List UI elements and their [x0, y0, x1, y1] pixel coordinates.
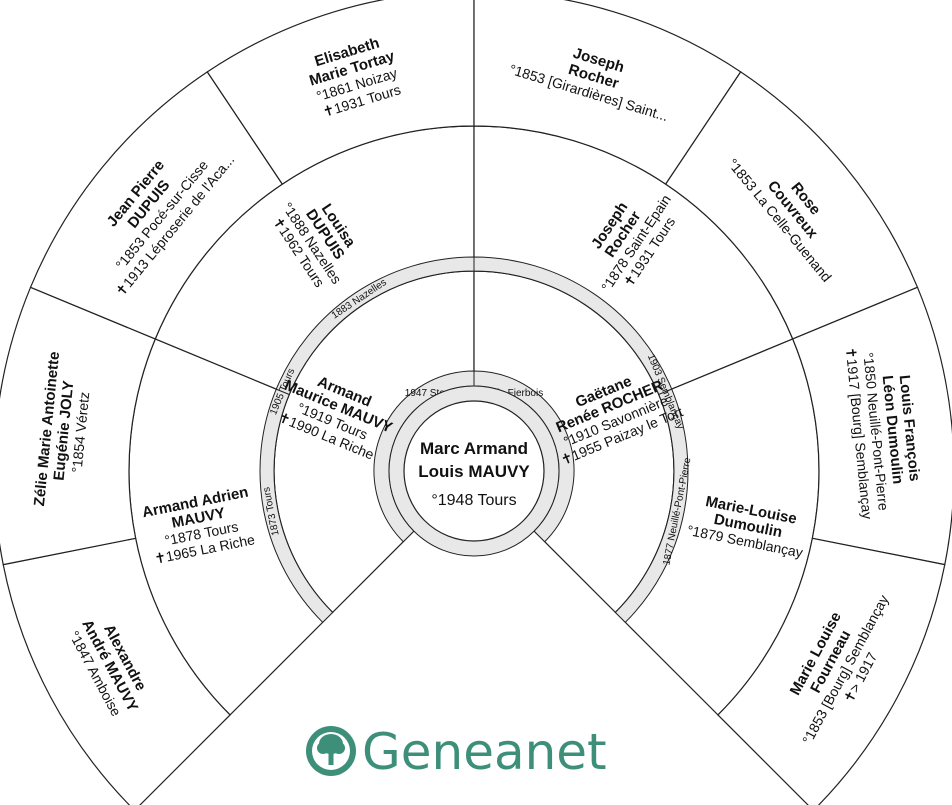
- root-birth: °1948 Tours: [431, 492, 516, 509]
- root-circle: [403, 400, 545, 542]
- gen3-sector-3[interactable]: [206, 0, 475, 185]
- logo-text: Geneanet: [362, 723, 607, 781]
- geneanet-logo[interactable]: Geneanet: [306, 723, 607, 781]
- root-name-line2: Louis MAUVY: [418, 462, 530, 481]
- marriage-bands: [259, 256, 689, 624]
- person-event: °1854 Véretz: [68, 391, 92, 473]
- gen2-marriage-band-3: [614, 388, 689, 624]
- root-name-line1: Marc Armand: [420, 439, 528, 458]
- gen3-sector-7[interactable]: [717, 537, 946, 805]
- root-person[interactable]: Marc Armand Louis MAUVY °1948 Tours: [388, 385, 560, 557]
- tree-icon: [306, 726, 356, 776]
